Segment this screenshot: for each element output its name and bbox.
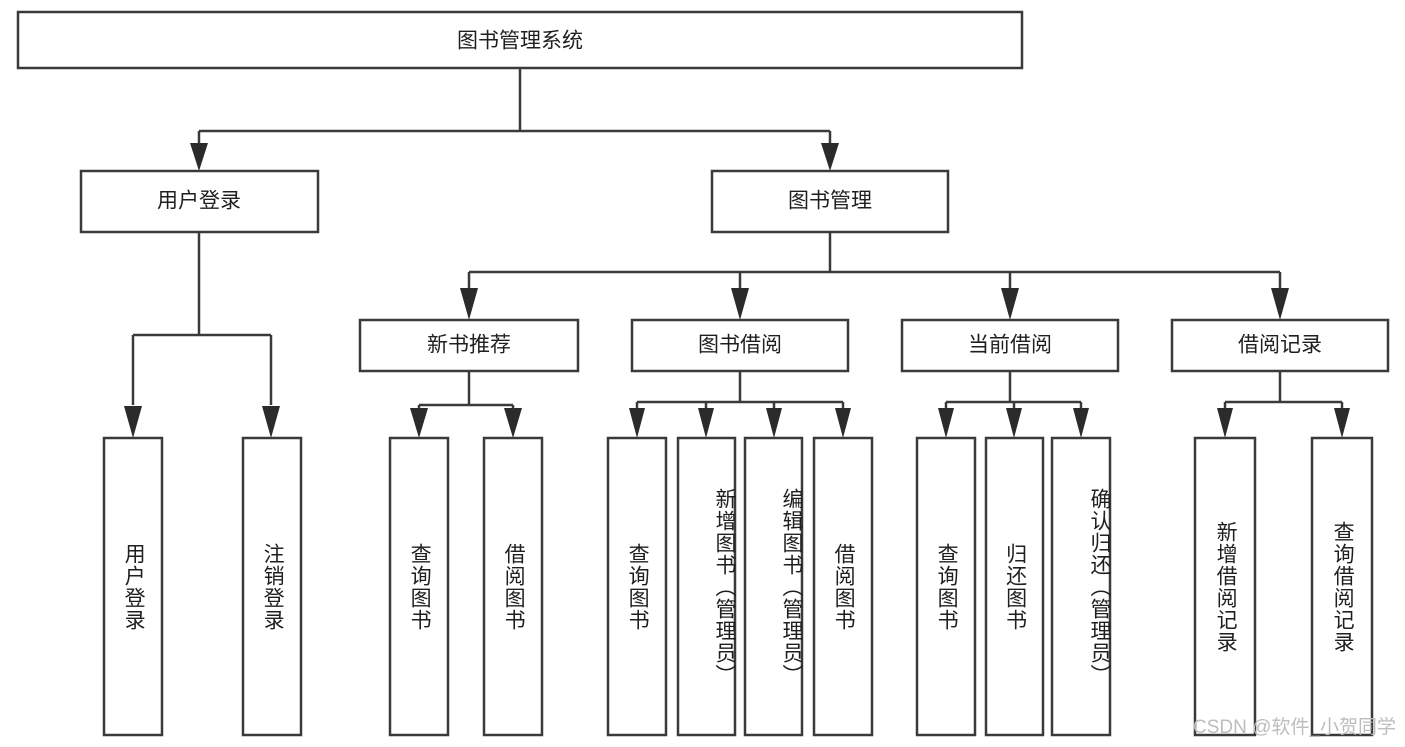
node-root[interactable] (16, 10, 1024, 70)
node-current-borrow[interactable] (900, 318, 1120, 373)
arrowhead-current-c2-icon (1006, 408, 1022, 438)
node-borrow-record-label: 借阅记录 (1238, 334, 1322, 357)
node-leaf-logout[interactable] (241, 436, 303, 737)
arrowhead-newbook-c1-icon (410, 408, 428, 438)
node-borrow-record[interactable] (1170, 318, 1390, 373)
arrowhead-bookmgmt-c2-icon (731, 288, 749, 320)
node-leaf-borrow-book-new[interactable] (482, 436, 544, 737)
node-leaf-query-book-borrow[interactable] (606, 436, 668, 737)
node-book-borrow[interactable] (630, 318, 850, 373)
node-leaf-query-borrow-record[interactable] (1310, 436, 1374, 737)
arrowhead-borrow-c1-icon (629, 408, 645, 438)
arrowhead-record-c1-icon (1217, 408, 1233, 438)
node-leaf-add-book-admin[interactable] (676, 436, 737, 737)
arrowhead-borrow-c4-icon (835, 408, 851, 438)
node-leaf-user-login[interactable] (102, 436, 164, 737)
arrowhead-login-child1-icon (124, 406, 142, 438)
watermark-text: CSDN @软件_小贺同学 (1193, 717, 1396, 738)
arrowhead-current-c1-icon (938, 408, 954, 438)
node-leaf-confirm-return-admin[interactable] (1050, 436, 1112, 737)
arrowhead-bookmgmt-c3-icon (1001, 288, 1019, 320)
arrowhead-root-to-login-icon (190, 143, 208, 171)
node-root-label: 图书管理系统 (457, 30, 583, 53)
node-leaf-edit-book-admin[interactable] (743, 436, 804, 737)
node-leaf-query-book-current[interactable] (915, 436, 977, 737)
arrowhead-newbook-c2-icon (504, 408, 522, 438)
arrowhead-bookmgmt-c4-icon (1271, 288, 1289, 320)
arrowhead-current-c3-icon (1073, 408, 1089, 438)
node-book-management[interactable] (710, 169, 950, 234)
node-new-book-recommend[interactable] (358, 318, 580, 373)
node-leaf-return-book[interactable] (984, 436, 1045, 737)
arrowhead-borrow-c2-icon (698, 408, 714, 438)
node-current-borrow-label: 当前借阅 (968, 334, 1052, 357)
arrowhead-root-to-bookmgmt-icon (821, 143, 839, 171)
node-user-login-label: 用户登录 (157, 190, 241, 213)
arrowhead-login-child2-icon (262, 406, 280, 438)
node-book-borrow-label: 图书借阅 (698, 334, 782, 357)
arrowhead-bookmgmt-c1-icon (460, 288, 478, 320)
node-book-management-label: 图书管理 (788, 190, 872, 213)
node-new-book-recommend-label: 新书推荐 (427, 334, 511, 357)
node-leaf-query-book-new[interactable] (388, 436, 450, 737)
arrowhead-borrow-c3-icon (766, 408, 782, 438)
node-user-login[interactable] (79, 169, 320, 234)
node-leaf-borrow-book[interactable] (812, 436, 874, 737)
node-leaf-add-borrow-record[interactable] (1193, 436, 1257, 737)
arrowhead-record-c2-icon (1334, 408, 1350, 438)
